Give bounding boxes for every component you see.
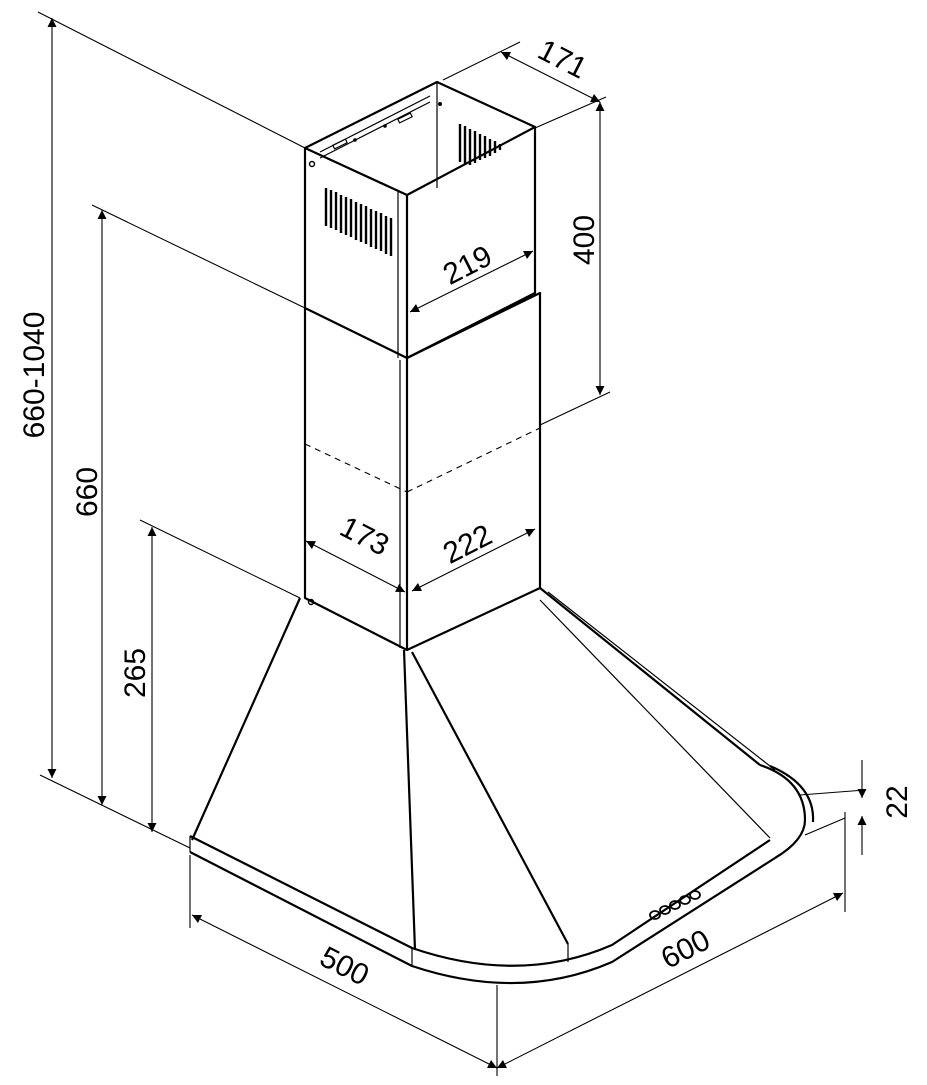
dim-hood-thickness-label: 22 xyxy=(881,785,914,818)
dim-chimney-lower-depth-label: 173 xyxy=(335,510,395,562)
dim-chimney-upper-depth-label: 171 xyxy=(533,33,593,85)
dimension-labels: 660-1040 660 265 171 400 219 173 222 22 … xyxy=(18,33,914,992)
dim-hood-depth-label: 500 xyxy=(315,940,375,992)
dim-chimney-lower-width-label: 222 xyxy=(438,518,498,570)
dim-hood-width-label: 600 xyxy=(656,923,716,975)
dim-chimney-upper-width-label: 219 xyxy=(438,239,498,291)
dim-height-660-label: 660 xyxy=(71,467,104,517)
extension-lines xyxy=(37,11,866,1076)
chimney-upper xyxy=(303,80,537,360)
vent-slots-back xyxy=(458,124,502,165)
vent-slots-front xyxy=(324,188,393,256)
hood-canopy xyxy=(189,587,815,985)
chimney-lower xyxy=(303,291,542,652)
dim-chimney-upper-height-label: 400 xyxy=(568,215,601,265)
dim-height-265-label: 265 xyxy=(119,648,152,698)
dim-total-height-label: 660-1040 xyxy=(18,312,51,439)
dimension-lines xyxy=(47,18,867,1069)
